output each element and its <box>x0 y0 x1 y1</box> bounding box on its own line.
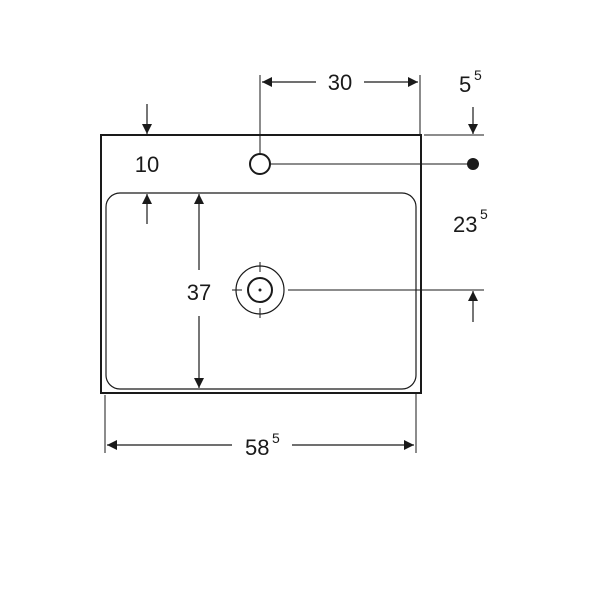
tap-hole <box>249 75 479 175</box>
dimension-rim-depth-label: 10 <box>135 152 159 177</box>
dimension-bowl-depth-label: 37 <box>187 280 211 305</box>
dimension-overall-width: 58 5 <box>104 392 417 460</box>
dimension-side-height: 23 5 <box>453 206 488 322</box>
dimension-rim-depth: 10 <box>135 104 159 224</box>
dimension-right-offset: 5 5 <box>424 67 484 136</box>
drain <box>232 262 484 318</box>
basin-outline <box>100 134 422 394</box>
dimension-overall-width-label: 58 5 <box>245 430 280 460</box>
dimension-right-offset-label: 5 5 <box>459 67 482 97</box>
dimension-top-width-label: 30 <box>328 70 352 95</box>
dimension-top-width: 30 <box>262 70 421 135</box>
dimension-bowl-depth: 37 <box>187 194 211 388</box>
dimension-side-height-label: 23 5 <box>453 206 488 237</box>
